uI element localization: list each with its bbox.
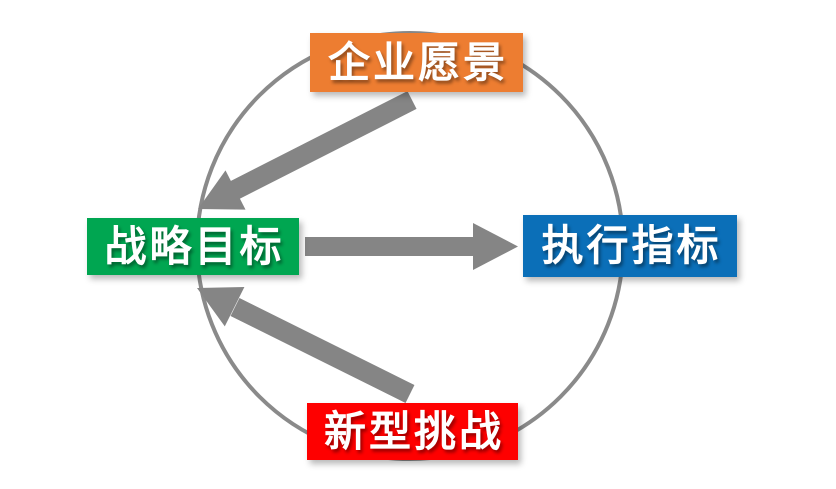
- node-execution: 执行指标: [523, 215, 737, 277]
- node-strategy-label: 战略目标: [104, 221, 285, 271]
- arrowhead-icon: [197, 287, 245, 327]
- arrowhead-icon: [473, 223, 518, 270]
- node-vision-label: 企业愿景: [327, 37, 508, 87]
- node-execution-label: 执行指标: [541, 221, 722, 270]
- arrowhead-icon: [198, 170, 246, 210]
- arrow-vision-to-strategy: [198, 91, 417, 210]
- arrow-challenge-to-strategy: [197, 287, 415, 403]
- arrow-strategy-to-execution: [305, 223, 518, 270]
- node-strategy: 战略目标: [87, 218, 299, 275]
- node-vision: 企业愿景: [310, 33, 523, 92]
- node-challenge-label: 新型挑战: [323, 406, 504, 456]
- node-challenge: 新型挑战: [307, 403, 518, 460]
